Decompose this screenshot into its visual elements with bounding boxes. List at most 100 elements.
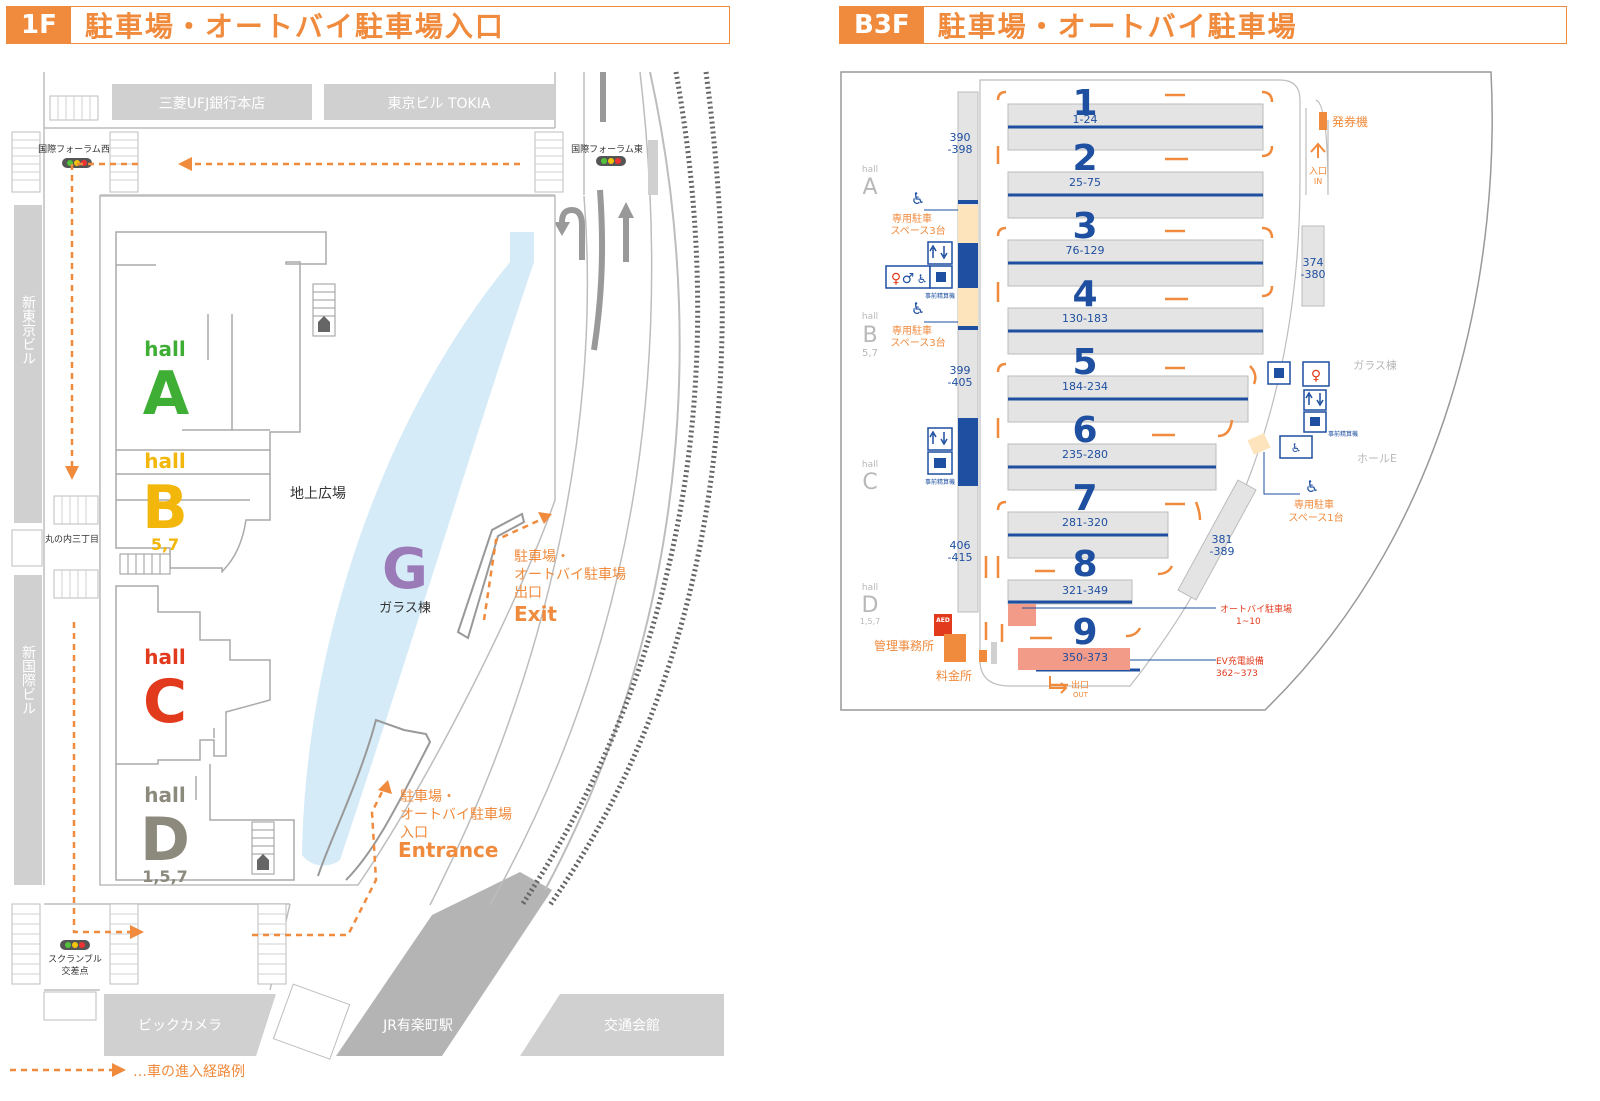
range-390-a: 390 xyxy=(950,131,971,144)
b3f-hall-a-letter: A xyxy=(862,175,877,200)
railway-track-2 xyxy=(547,71,725,907)
toll-label: 料金所 xyxy=(936,668,972,683)
accessible-sign-b: ♿ 専用駐車 スペース3台 xyxy=(890,299,945,349)
entrance-ramp xyxy=(317,718,432,881)
railway-outer xyxy=(544,71,681,891)
svg-text:♀: ♀ xyxy=(1311,368,1321,384)
b3f-hall-c-letter: C xyxy=(862,470,877,495)
building-tokia-label: 東京ビル TOKIA xyxy=(388,96,491,112)
route-arrowheads xyxy=(65,157,552,939)
exit-line-1: 駐車場・ xyxy=(514,548,570,565)
row-number-7: 7 xyxy=(1072,478,1097,519)
exit-out-label-2: OUT xyxy=(1073,691,1089,699)
plaza-label: 地上広場 xyxy=(290,486,346,502)
entrance-line-2: オートバイ駐車場 xyxy=(400,806,512,823)
hall-ab-outline xyxy=(115,231,327,573)
row-number-3: 3 xyxy=(1072,206,1097,247)
b3f-hall-labels: hall A hall B 5,7 hall C hall D 1,5,7 xyxy=(860,165,880,626)
b3f-entrance-lane xyxy=(1305,99,1329,196)
prepay-label-right: 事前精算機 xyxy=(1328,430,1358,438)
up-arrow-upper-icon xyxy=(318,316,330,332)
b3f-hall-d-letter: D xyxy=(862,593,879,618)
exit-line-2: オートバイ駐車場 xyxy=(514,566,626,583)
car-route xyxy=(70,162,541,937)
internal-walls xyxy=(116,264,270,800)
legend-arrowhead xyxy=(112,1063,126,1077)
accessible-a-line-2: スペース3台 xyxy=(890,224,945,237)
building-bic-camera-label: ビックカメラ xyxy=(138,1018,222,1034)
leader-lines xyxy=(924,209,1300,661)
hall-b-letter: B xyxy=(142,473,188,543)
glass-building-label: ガラス棟 xyxy=(1353,358,1397,372)
exit-ramp xyxy=(456,512,526,640)
left-stall-column xyxy=(957,91,979,613)
signal-scramble-label-1: スクランブル xyxy=(48,953,102,965)
exit-out-label-1: 出口 xyxy=(1071,679,1089,691)
road-curve-inner xyxy=(429,195,589,906)
row-range-3: 76-129 xyxy=(1066,244,1105,257)
motorcycle-label-2: 1~10 xyxy=(1236,617,1261,627)
motorcycle-label-1: オートバイ駐車場 xyxy=(1220,603,1292,615)
hall-d-floors: 1,5,7 xyxy=(142,867,188,886)
accessible-sign-a: ♿ 専用駐車 スペース3台 xyxy=(890,189,945,237)
row-number-4: 4 xyxy=(1072,274,1097,315)
building-tokia xyxy=(324,84,554,120)
ev-charging-area xyxy=(1018,648,1130,670)
row-number-8: 8 xyxy=(1072,544,1097,585)
exit-label: Exit xyxy=(514,602,557,626)
u-turn-arrow-head-icon xyxy=(554,222,570,236)
hall-b-word: hall xyxy=(144,449,185,473)
hall-g-name: ガラス棟 xyxy=(379,601,431,616)
row-number-5: 5 xyxy=(1072,342,1097,383)
facility-icons-right: ♀ 事前精算機 ♿ ♿ xyxy=(1267,361,1358,496)
hall-d-outline xyxy=(115,764,295,881)
range-381-a: 381 xyxy=(1212,533,1233,546)
motorcycle-area xyxy=(1008,604,1036,626)
aed-label: AED xyxy=(936,617,950,624)
b3f-inner-lane xyxy=(979,79,1301,687)
floor-badge-1f: 1F xyxy=(7,7,71,43)
ticket-machine-icon xyxy=(1319,112,1327,130)
entrance-arrow-icon xyxy=(1310,142,1326,158)
blue-wall-4 xyxy=(958,326,978,330)
stairs-lower-steps xyxy=(252,829,274,855)
row-number-6: 6 xyxy=(1072,410,1097,451)
range-374-a: 374 xyxy=(1303,256,1324,269)
entrance-line-3: 入口 xyxy=(400,825,428,841)
signal-marunouchi-label: 丸の内三丁目 xyxy=(45,533,99,545)
hall-g-letter: G xyxy=(382,537,428,602)
signal-forum-west-label: 国際フォーラム西 xyxy=(38,143,110,155)
accessible-restroom-icon xyxy=(1279,435,1313,459)
exit-arrow-icon xyxy=(1049,676,1068,694)
svg-text:♿: ♿ xyxy=(917,272,928,286)
womens-restroom-icon xyxy=(1302,361,1330,387)
hall-d-letter: D xyxy=(140,805,190,875)
side-ranges: 390 -398 399 -405 406 -415 374 -380 381 … xyxy=(948,131,1326,564)
b3f-hall-d-floors: 1,5,7 xyxy=(860,617,880,626)
signal-scramble-icon xyxy=(60,940,90,950)
range-406-a: 406 xyxy=(950,539,971,552)
management-office-label: 管理事務所 xyxy=(874,638,934,653)
u-turn-arrow-icon xyxy=(559,206,585,260)
b3f-hall-d-word: hall xyxy=(862,583,878,593)
diagonal-stall-column xyxy=(1177,479,1257,601)
legend-text: …車の進入経路例 xyxy=(133,1063,245,1080)
straight-arrow-head-icon xyxy=(618,202,634,218)
row-range-9: 350-373 xyxy=(1062,651,1108,664)
exit-line-3: 出口 xyxy=(514,585,542,601)
hall-e-label: ホールE xyxy=(1357,452,1397,465)
building-kotsu-kaikan xyxy=(520,994,724,1056)
road-island xyxy=(648,140,658,195)
traffic-arrows xyxy=(984,90,1274,687)
hall-c-letter: C xyxy=(143,667,187,737)
floor-badge-b3f: B3F xyxy=(840,7,924,43)
stairs-b-steps xyxy=(127,554,161,574)
range-381-b: -389 xyxy=(1210,545,1235,558)
road-median xyxy=(591,189,606,351)
row-ranges: 1-24 25-75 76-129 130-183 184-234 235-28… xyxy=(1062,113,1108,664)
title-1f: 駐車場・オートバイ駐車場入口 xyxy=(84,10,505,43)
aed-icon xyxy=(934,614,952,636)
facility-icons-middle: 事前精算機 xyxy=(925,427,955,486)
stairs-b xyxy=(119,553,171,575)
b3f-hall-b-word: hall xyxy=(862,312,878,322)
